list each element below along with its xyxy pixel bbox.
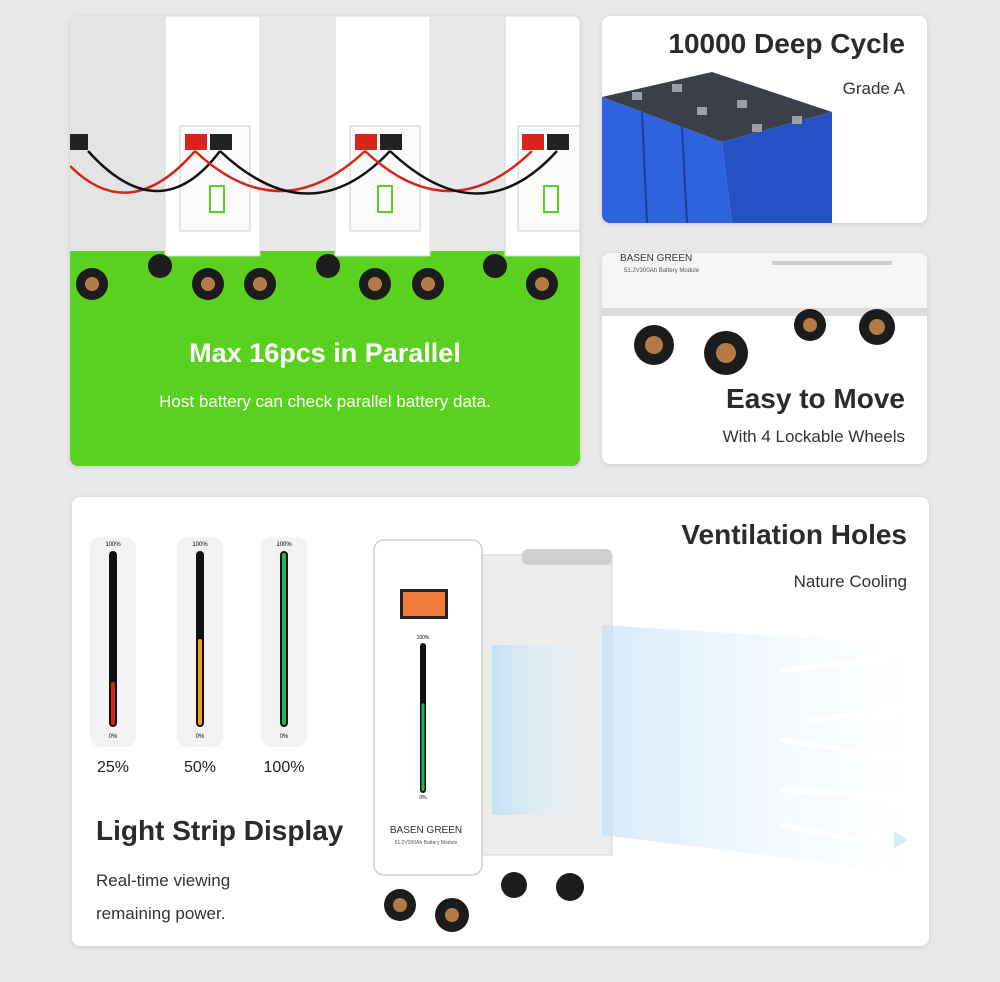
strip-top-label: 100% [105,542,121,548]
battery-ventilation-illustration: 100% 0% BASEN GREEN 51.2V300Ah Battery M… [373,539,922,932]
level-label: 100% [263,759,305,776]
strip-fill-red [111,682,115,725]
deep-cycle-title: 10000 Deep Cycle [668,28,905,59]
light-strip-indicator: 100% 0% [177,537,223,747]
level-label: 50% [183,759,217,776]
strip-top-label: 100% [276,542,292,548]
battery-cells-illustration [602,72,832,223]
strip-bottom-label: 0% [109,734,118,740]
light-strip-subtitle-line1: Real-time viewing [96,871,231,890]
light-strip-subtitle-line2: remaining power. [96,904,226,923]
strip-bottom-label: 0% [280,734,289,740]
front-brand: BASEN GREEN [390,825,462,836]
parallel-batteries-illustration [70,16,580,316]
parallel-card: Max 16pcs in Parallel Host battery can c… [70,16,580,466]
light-strip-title: Light Strip Display [96,815,344,846]
strip-fill-orange [198,639,202,725]
easy-move-title: Easy to Move [726,383,905,414]
level-label: 25% [96,759,130,776]
deep-cycle-subtitle: Grade A [842,79,905,98]
parallel-subtitle: Host battery can check parallel battery … [159,392,491,411]
ventilation-title: Ventilation Holes [681,519,907,550]
strip-bottom-label: 0% [196,734,205,740]
battery-wheels-illustration: BASEN GREEN 51.2V300Ah Battery Module [602,253,927,375]
front-module-label: 51.2V300Ah Battery Module [395,840,458,846]
front-strip-fill [421,703,425,791]
light-strip-indicator: 100% 0% [261,537,307,747]
light-strip-indicator: 100% 0% [90,537,136,747]
easy-move-card: BASEN GREEN 51.2V300Ah Battery Module Ea… [602,253,927,464]
easy-move-subtitle: With 4 Lockable Wheels [722,427,905,446]
strip-top-label: 100% [192,542,208,548]
deep-cycle-card: 10000 Deep Cycle Grade A [602,16,927,223]
strip-fill-green [282,553,286,725]
ventilation-subtitle: Nature Cooling [793,572,907,591]
parallel-title: Max 16pcs in Parallel [189,338,461,368]
move-module-brand: BASEN GREEN [620,253,692,264]
front-strip-bottom-label: 0% [419,795,427,801]
front-strip-top-label: 100% [417,635,430,641]
display-ventilation-card: 100% 0% 100% 0% 100% 0% 25% 50% 100% Lig… [72,497,929,946]
move-module-label: 51.2V300Ah Battery Module [624,268,700,274]
